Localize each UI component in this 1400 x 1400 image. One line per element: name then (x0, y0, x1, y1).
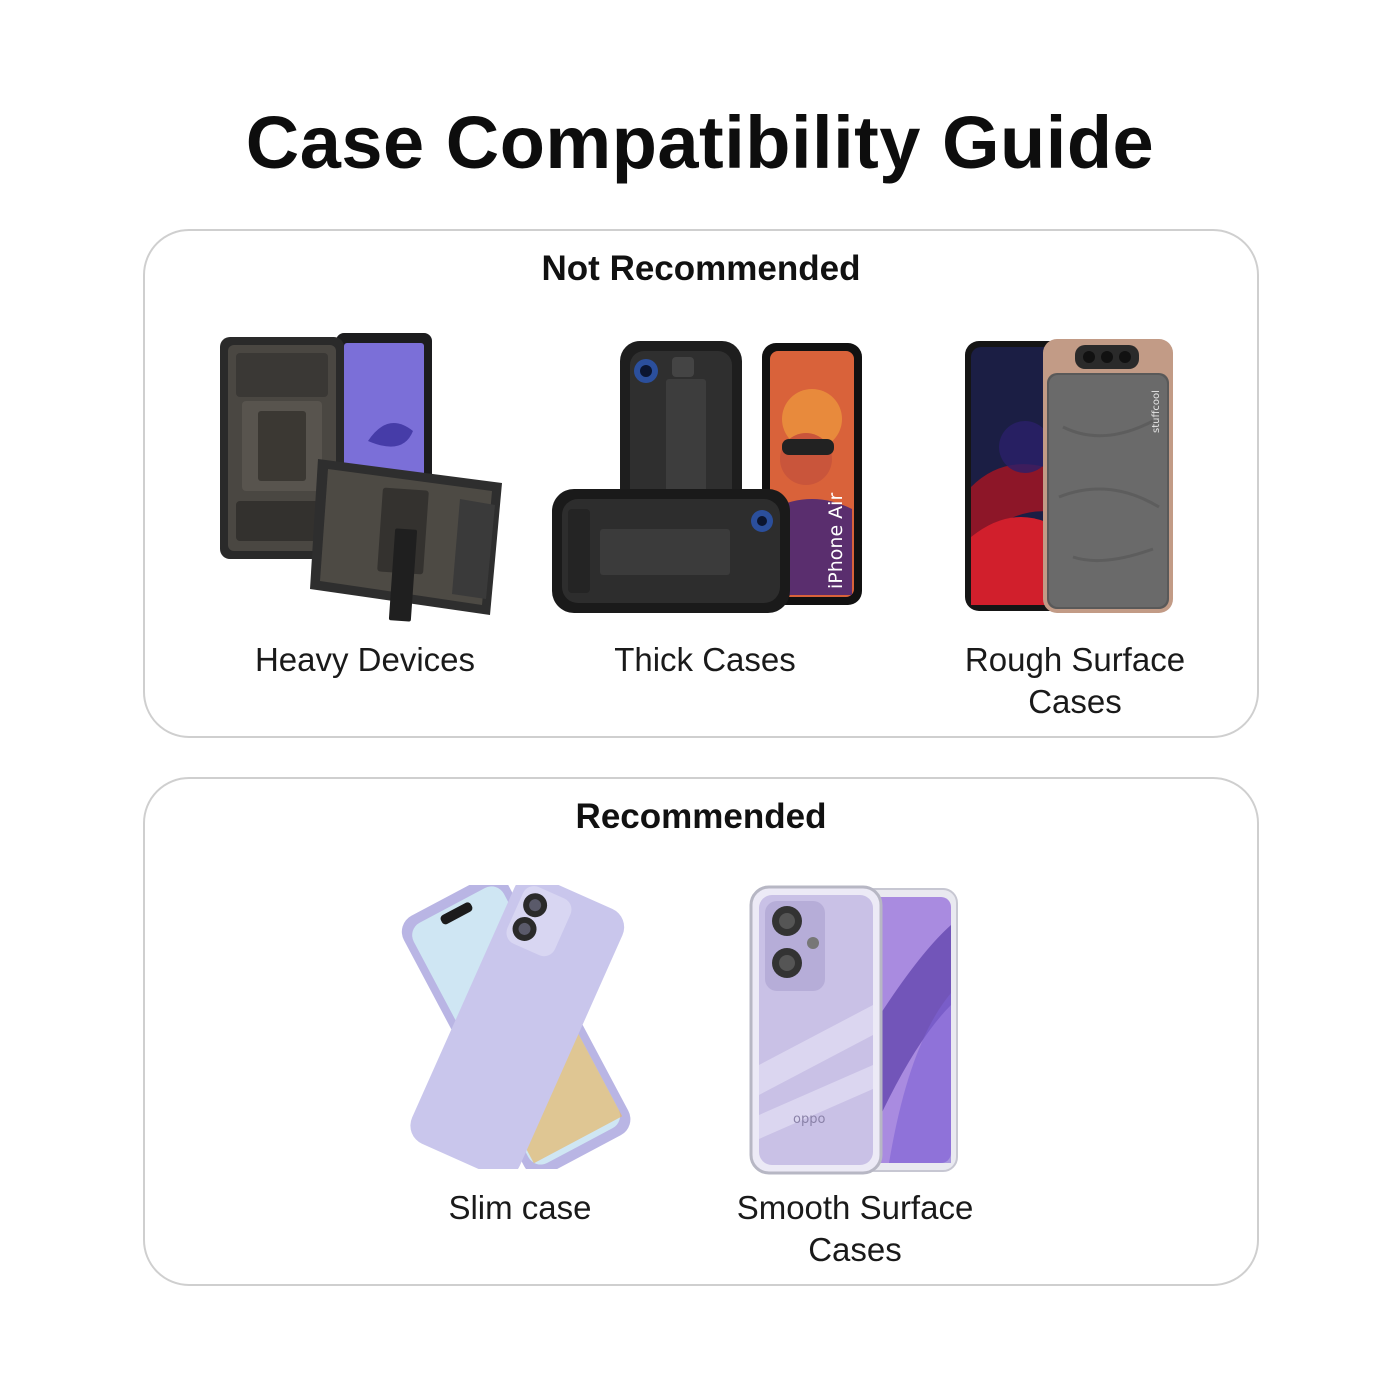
page-title: Case Compatibility Guide (245, 101, 1155, 184)
rugged-tablet-case-icon (220, 333, 502, 622)
smooth-surface-cases-item: oppo (749, 885, 959, 1175)
not-recommended-heading: Not Recommended (541, 249, 861, 288)
heavy-devices-label: Heavy Devices (254, 641, 476, 678)
thick-phone-case-icon: iPhone Air (552, 341, 862, 613)
thick-cases-item: iPhone Air (550, 339, 866, 617)
slim-silicone-case-icon (401, 885, 631, 1169)
not-recommended-panel: Not Recommended Heavy Devices (143, 229, 1259, 738)
phone-brand-text: oppo (793, 1112, 825, 1127)
heavy-devices-item (218, 331, 510, 623)
thick-cases-label: Thick Cases (614, 641, 796, 678)
recommended-panel: Recommended Slim case (143, 777, 1259, 1286)
leather-phone-case-icon: stuffcool (965, 339, 1173, 613)
recommended-heading: Recommended (575, 797, 827, 836)
rough-surface-cases-item: stuffcool (963, 337, 1177, 615)
smooth-surface-cases-label: Smooth Surface Cases (736, 1189, 974, 1268)
slim-case-label: Slim case (448, 1189, 592, 1226)
case-brand-text: stuffcool (1151, 390, 1162, 433)
rough-surface-cases-label: Rough Surface Cases (964, 641, 1186, 720)
clear-phone-case-icon: oppo (749, 885, 958, 1175)
phone-screen-text: iPhone Air (825, 493, 847, 589)
slim-case-item (397, 885, 641, 1169)
